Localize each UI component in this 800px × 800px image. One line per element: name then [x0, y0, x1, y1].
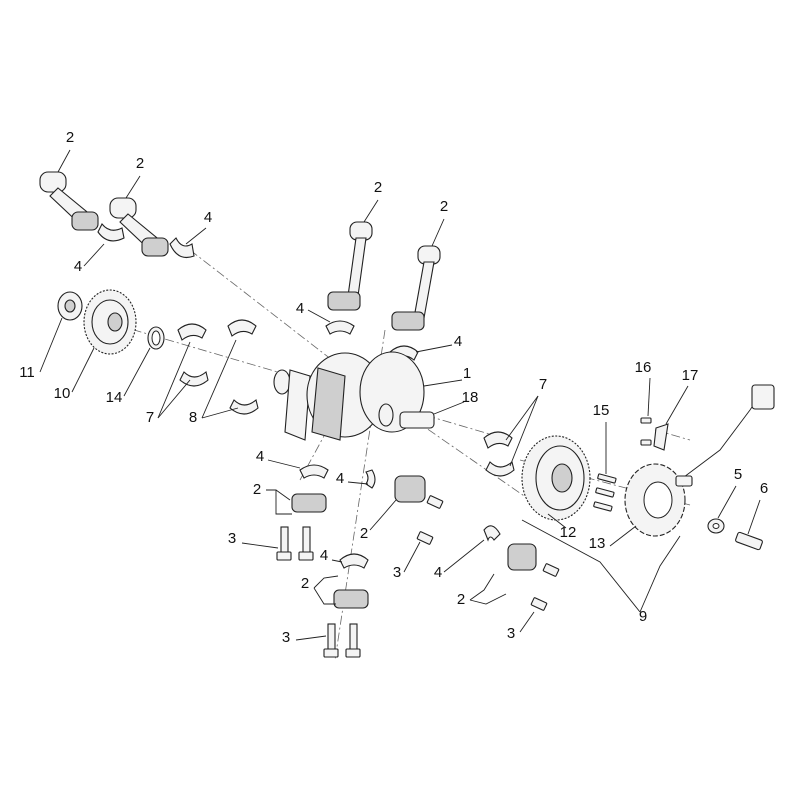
- callout-2: 2: [301, 575, 309, 592]
- callout-3: 3: [282, 629, 290, 646]
- callout-10: 10: [54, 385, 71, 402]
- callout-9: 9: [639, 608, 647, 625]
- gear-assembly: [57, 289, 165, 355]
- callout-5: 5: [734, 466, 742, 483]
- callout-7: 7: [146, 409, 154, 426]
- callout-4: 4: [204, 209, 212, 226]
- callout-1: 1: [463, 365, 471, 382]
- stator: [624, 463, 686, 537]
- callout-4: 4: [256, 448, 264, 465]
- callout-3: 3: [507, 625, 515, 642]
- connecting-rod-3: [327, 221, 373, 311]
- bearing-shells-top-left: [97, 222, 195, 259]
- callout-2: 2: [136, 155, 144, 172]
- callout-18: 18: [462, 389, 479, 406]
- callout-4: 4: [454, 333, 462, 350]
- rod-caps-lower: [291, 464, 537, 609]
- wiring-harness: [675, 384, 775, 487]
- callout-16: 16: [635, 359, 652, 376]
- callout-14: 14: [106, 389, 123, 406]
- callout-4: 4: [434, 564, 442, 581]
- stator-screws: [593, 473, 617, 512]
- clamp-screws: [640, 417, 669, 451]
- rotor-flywheel: [521, 435, 591, 521]
- callout-2: 2: [374, 179, 382, 196]
- callout-2: 2: [457, 591, 465, 608]
- callout-2: 2: [253, 481, 261, 498]
- connecting-rod-2: [109, 197, 169, 257]
- callout-3: 3: [393, 564, 401, 581]
- rod-bolts: [276, 495, 560, 658]
- connecting-rod-4: [391, 245, 441, 331]
- callout-3: 3: [228, 530, 236, 547]
- callout-2: 2: [360, 525, 368, 542]
- leader-lines: [39, 149, 761, 641]
- callout-7: 7: [539, 376, 547, 393]
- callout-11: 11: [19, 364, 35, 381]
- main-bearing-shells-left: [177, 319, 259, 415]
- callout-8: 8: [189, 409, 197, 426]
- callout-2: 2: [66, 129, 74, 146]
- callout-15: 15: [593, 402, 610, 419]
- axis-lines: [99, 249, 691, 661]
- washer-and-bolt: [707, 518, 763, 551]
- main-bearing-shells-right: [483, 431, 515, 477]
- callout-6: 6: [760, 480, 768, 497]
- crankshaft: [273, 351, 435, 441]
- callout-13: 13: [589, 535, 606, 552]
- callout-4: 4: [336, 470, 344, 487]
- callout-4: 4: [74, 258, 82, 275]
- callout-4: 4: [296, 300, 304, 317]
- callout-2: 2: [440, 198, 448, 215]
- connecting-rod-1: [39, 171, 99, 231]
- callout-4: 4: [320, 547, 328, 564]
- callout-17: 17: [682, 367, 699, 384]
- callout-12: 12: [560, 524, 577, 541]
